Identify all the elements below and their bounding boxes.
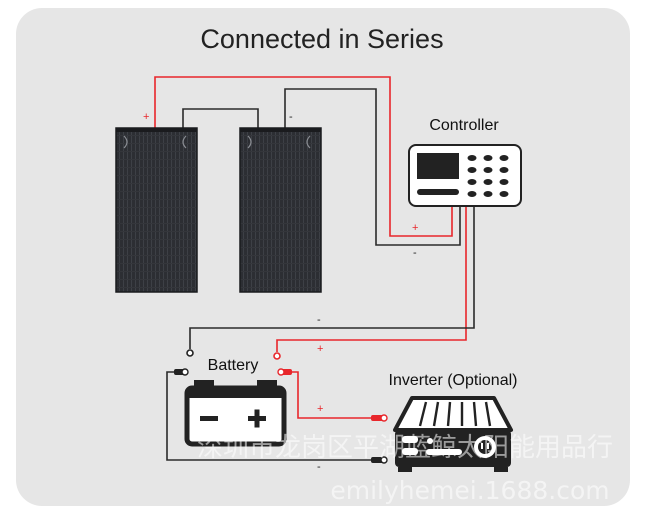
solar-panel-2 bbox=[239, 127, 322, 293]
polarity-plus: + bbox=[143, 111, 149, 123]
polarity-plus: + bbox=[412, 222, 418, 234]
polarity-minus: - bbox=[289, 111, 293, 123]
polarity-minus: - bbox=[413, 247, 417, 259]
polarity-plus: + bbox=[317, 343, 323, 355]
polarity-minus: - bbox=[317, 461, 321, 473]
charge-controller-icon bbox=[408, 144, 522, 207]
polarity-minus: - bbox=[317, 314, 321, 326]
terminal-lugs bbox=[174, 349, 388, 464]
battery-positive-wire bbox=[276, 207, 467, 352]
page-title: Connected in Series bbox=[200, 24, 443, 54]
panel-positive-wire bbox=[154, 76, 453, 237]
watermark-text: 深圳市龙岗区平湖蓝鲸太阳能用品行 bbox=[197, 433, 613, 463]
solar-panel-1 bbox=[115, 127, 198, 293]
battery-label: Battery bbox=[208, 357, 259, 374]
battery-icon bbox=[184, 380, 287, 447]
panel-series-link-wire bbox=[182, 108, 259, 128]
polarity-plus: + bbox=[317, 403, 323, 415]
battery-negative-wire bbox=[189, 207, 475, 349]
watermark-url: emilyhemei.1688.com bbox=[330, 476, 609, 505]
panel-negative-wire bbox=[284, 88, 461, 246]
inverter-positive-wire bbox=[282, 371, 376, 419]
inverter-label: Inverter (Optional) bbox=[389, 372, 518, 389]
controller-label: Controller bbox=[429, 117, 499, 134]
polarity-labels: + - + - - + + - bbox=[143, 111, 418, 473]
inverter-icon bbox=[393, 396, 513, 472]
